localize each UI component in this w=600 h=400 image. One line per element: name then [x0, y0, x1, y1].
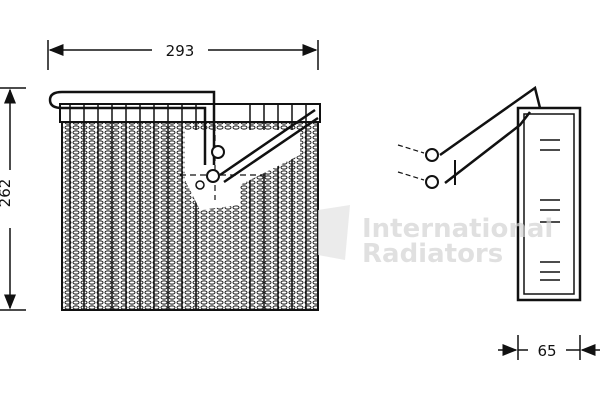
- dimension-depth: [498, 335, 600, 360]
- dimension-height: [0, 87, 26, 311]
- dimension-height-label: 262: [0, 179, 14, 208]
- watermark-line1: International: [362, 214, 553, 244]
- front-view: [48, 90, 321, 311]
- watermark-logo: International Radiators: [318, 205, 553, 269]
- side-view: [397, 85, 582, 302]
- dimension-depth-label: 65: [537, 342, 556, 360]
- watermark-line2: Radiators: [362, 239, 503, 269]
- dimension-width: [47, 40, 319, 70]
- dimension-width-label: 293: [166, 42, 195, 60]
